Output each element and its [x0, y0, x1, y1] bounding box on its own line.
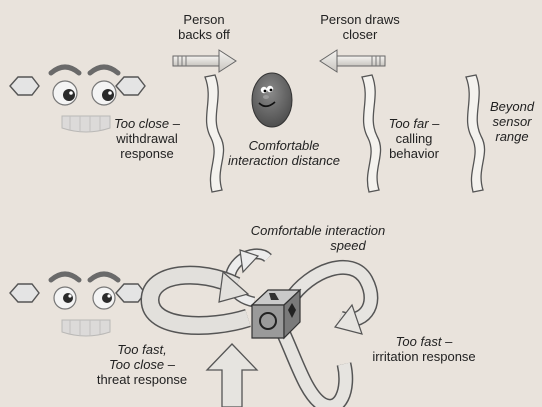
beyond-range-line-3: range [495, 129, 529, 144]
left-ear-icon [9, 76, 40, 96]
left-eyebrow-icon [48, 271, 82, 283]
right-ear-icon [115, 76, 146, 96]
draws-closer-arrow-icon [319, 49, 386, 73]
too-fast-irritation-line-2: irritation response [372, 349, 476, 364]
too-far-line-2: calling [395, 131, 433, 146]
right-eyebrow-icon [87, 64, 121, 76]
robot-face-bottom [9, 271, 146, 337]
person-draws-closer-line-2: closer [342, 27, 378, 42]
too-fast-close-line-2: Too close – [108, 357, 175, 372]
too-fast-close-line-1: Too fast, [117, 342, 167, 357]
left-eye-icon [53, 286, 77, 310]
too-close-line-2: withdrawal [116, 131, 178, 146]
irritation-loop-arrow-icon [283, 259, 379, 335]
comfortable-distance-line-2: interaction distance [227, 153, 341, 168]
person-draws-closer-line-1: Person draws [320, 12, 400, 27]
left-eye-icon [52, 80, 78, 106]
too-fast-close-label: Too fast, Too close – threat response [97, 342, 187, 387]
backs-off-arrow-icon [172, 49, 237, 73]
person-draws-closer-label: Person draws closer [320, 12, 399, 42]
too-close-line-1: Too close – [113, 116, 181, 131]
right-eye-icon [91, 80, 117, 106]
robot-face-top [9, 64, 146, 133]
comfortable-distance-label: Comfortable interaction distance [228, 138, 340, 168]
person-backs-off-label: Person backs off [178, 12, 230, 42]
too-far-line-3: behavior [389, 146, 439, 161]
beyond-range-line-1: Beyond [489, 99, 535, 114]
comfortable-speed-label: Comfortable interaction speed [251, 223, 385, 253]
person-backs-off-line-1: Person [183, 12, 225, 27]
person-backs-off-line-2: backs off [178, 27, 230, 42]
too-close-boundary-icon [204, 74, 225, 193]
lower-loop-arrow-icon [275, 326, 354, 407]
right-eyebrow-icon [87, 271, 121, 283]
too-far-label: Too far – calling behavior [389, 116, 440, 161]
comfortable-distance-line-1: Comfortable [248, 138, 320, 153]
comfortable-speed-line-1: Comfortable interaction [250, 223, 386, 238]
left-ear-icon [9, 283, 40, 303]
left-eyebrow-icon [48, 64, 82, 76]
beyond-range-line-2: sensor [492, 114, 532, 129]
sensor-range-boundary-icon [465, 74, 486, 193]
too-close-line-3: response [120, 146, 174, 161]
cube-stimulus-icon [250, 288, 302, 340]
right-eye-icon [92, 286, 116, 310]
mouth-icon [61, 319, 111, 337]
too-fast-irritation-line-1: Too fast – [395, 334, 453, 349]
person-icon [251, 72, 293, 128]
too-fast-close-line-3: threat response [96, 372, 188, 387]
upward-arrow-icon [205, 343, 259, 407]
too-close-label: Too close – withdrawal response [114, 116, 180, 161]
too-far-line-1: Too far – [388, 116, 440, 131]
threat-loop-arrow-icon [140, 265, 251, 335]
beyond-range-label: Beyond sensor range [490, 99, 534, 144]
mouth-icon [61, 115, 111, 133]
comfortable-speed-line-2: speed [330, 238, 366, 253]
too-fast-irritation-label: Too fast – irritation response [372, 334, 475, 364]
too-far-boundary-icon [361, 74, 382, 193]
